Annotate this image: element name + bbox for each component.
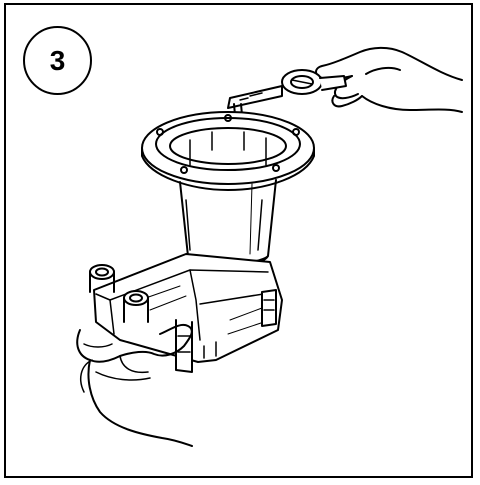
step-number-badge: 3 (23, 26, 92, 95)
cylinder-body-icon (180, 180, 276, 266)
step-number: 3 (50, 47, 66, 75)
flange-icon (142, 112, 314, 190)
valve-block-icon (90, 254, 282, 372)
